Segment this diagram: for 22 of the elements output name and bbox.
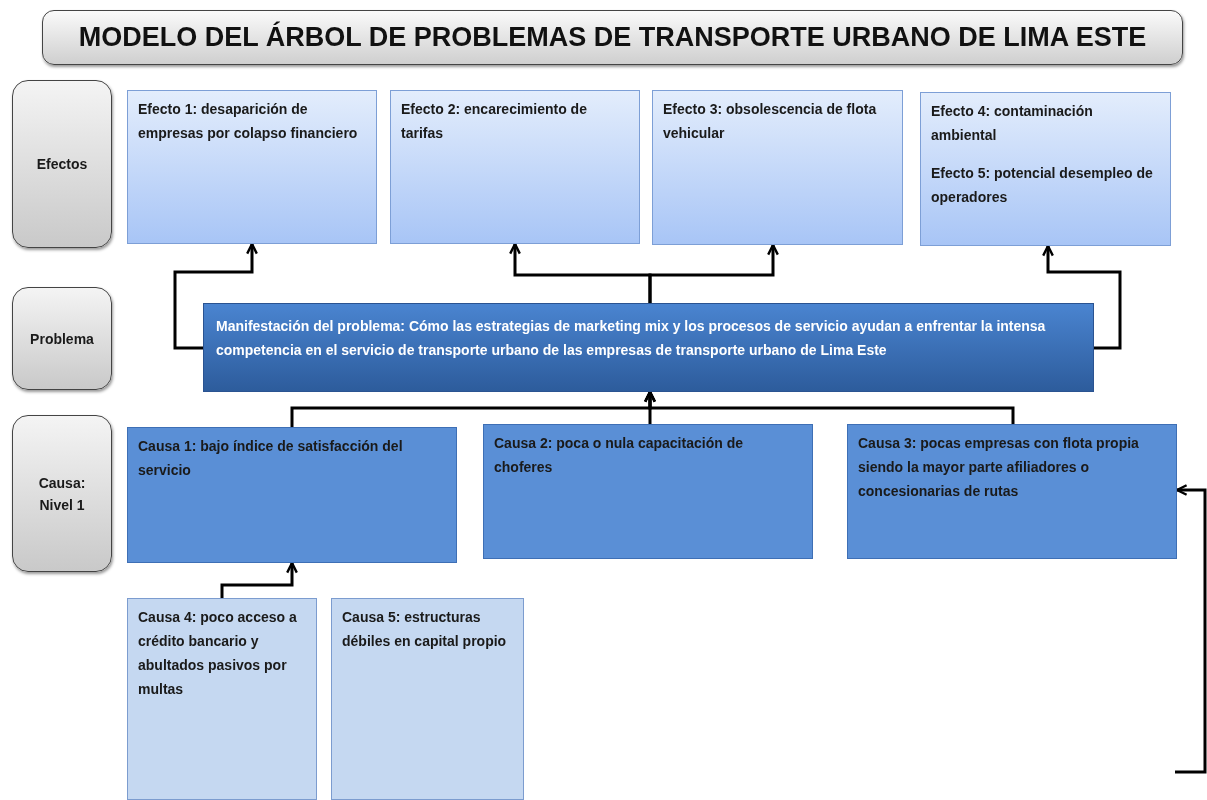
effect-box: Efecto 3: obsolescencia de flota vehicular [652,90,903,245]
effect-box [920,92,1171,246]
box-text: Efecto 5: potencial desempleo de operadores [931,164,1154,207]
cause-box: Causa 3: pocas empresas con flota propia siendo la mayor parte afiliadores o concesionarias de rutas [847,424,1177,559]
sub-cause-box: Causa 4: poco acceso a crédito bancario y abultados pasivos por multas [127,598,317,800]
connector-arrow [1042,244,1122,350]
row-label-box: Efectos [12,80,112,248]
connector-arrow [648,243,779,303]
cause-box: Causa 2: poca o nula capacitación de choferes [483,424,813,559]
effect-box: Efecto 1: desaparición de empresas por colapso financiero [127,90,377,244]
problem-box: Manifestación del problema: Cómo las estrategias de marketing mix y los procesos de servicio ayudan a enfrentar la intensa competencia en el servicio de transporte urbano de las empresas de transporte urbano de Lima Este [203,303,1094,392]
connector-arrow [220,561,298,598]
row-label-box: Causa: Nivel 1 [12,415,112,572]
connector-arrow [1175,484,1207,774]
connector-arrow [644,390,1015,424]
box-text: Efecto 4: contaminación ambiental [931,102,1094,145]
effect-box: Efecto 2: encarecimiento de tarifas [390,90,640,244]
connector-arrow [173,242,258,350]
sub-cause-box: Causa 5: estructuras débiles en capital propio [331,598,524,800]
row-label-box: Problema [12,287,112,390]
title-banner: MODELO DEL ÁRBOL DE PROBLEMAS DE TRANSPORTE URBANO DE LIMA ESTE [42,10,1183,65]
cause-box: Causa 1: bajo índice de satisfacción del servicio [127,427,457,563]
